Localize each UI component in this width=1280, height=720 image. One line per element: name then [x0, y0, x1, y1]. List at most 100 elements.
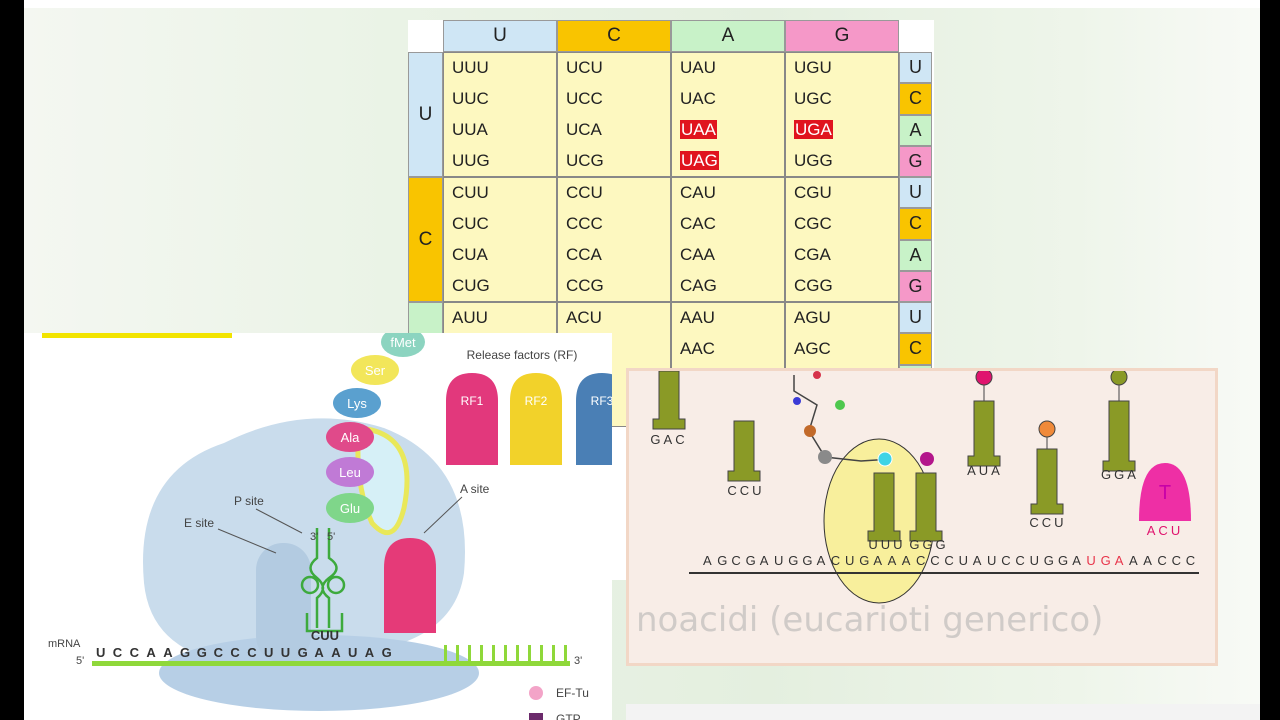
mrna-base: G: [1101, 553, 1111, 568]
codon-UUG: UUG: [452, 151, 490, 170]
mrna-base: G: [298, 645, 308, 660]
mrna-tick: [564, 645, 567, 663]
anticodon-label: CCU: [727, 483, 764, 498]
release-factor-shape: [1139, 463, 1191, 521]
aa-bead: [975, 371, 993, 386]
mrna-base: U: [845, 553, 854, 568]
anticodon-label: GGG: [909, 537, 948, 552]
mrna-tick: [468, 645, 471, 663]
column-header-U: U: [443, 20, 557, 52]
peptide-label: Leu: [339, 465, 361, 480]
codon-CAA: CAA: [680, 245, 715, 264]
mrna-base: A: [365, 645, 375, 660]
mrna-base: A: [888, 553, 897, 568]
peptide-label: Ala: [341, 430, 361, 445]
aa-bead: [793, 397, 801, 405]
codon-CAU: CAU: [680, 183, 716, 202]
codon-UCA: UCA: [566, 120, 602, 139]
small-subunit: [159, 635, 479, 711]
mrna-base: U: [281, 645, 290, 660]
mrna-base: A: [314, 645, 324, 660]
a-site-pointer: [423, 496, 463, 534]
row-header-U: U: [408, 52, 443, 177]
mrna-base: A: [873, 553, 882, 568]
e-site-pointer: [217, 528, 277, 554]
codon-UUA: UUA: [452, 120, 488, 139]
mrna-base: G: [746, 553, 756, 568]
codon-block-CG: [785, 177, 899, 302]
codon-ACU: ACU: [566, 308, 602, 327]
codon-UGG: UGG: [794, 151, 833, 170]
trna-shape: [652, 371, 686, 430]
codon-CCU: CCU: [566, 183, 603, 202]
codon-CAG: CAG: [680, 276, 717, 295]
third-letter-U: U: [899, 302, 932, 334]
peptide-label: Ser: [365, 363, 386, 378]
peptide-label: Glu: [340, 501, 360, 516]
mrna-tick: [552, 645, 555, 663]
trna-5-prime: 5': [327, 531, 335, 543]
yellow-bar: [42, 333, 232, 338]
column-header-G: G: [785, 20, 899, 52]
mrna-tick: [540, 645, 543, 663]
column-header-A: A: [671, 20, 785, 52]
peptide-bead: [326, 422, 374, 452]
mrna-base: A: [902, 553, 911, 568]
codon-UGA: UGA: [794, 120, 833, 140]
mrna-base: C: [944, 553, 953, 568]
mrna-tick: [492, 645, 495, 663]
three-prime-label: 3': [574, 655, 582, 667]
codon-UGU: UGU: [794, 58, 832, 77]
codon-UCG: UCG: [566, 151, 604, 170]
column-header-C: C: [557, 20, 671, 52]
codon-UAG: UAG: [680, 151, 719, 171]
codon-UCC: UCC: [566, 89, 603, 108]
anticodon-label: CCU: [1029, 515, 1066, 530]
mrna-base: A: [1115, 553, 1124, 568]
legend-gtp: GTP: [556, 712, 581, 720]
slide-caption: noacidi (eucarioti generico): [636, 600, 1104, 640]
aa-bead: [818, 450, 832, 464]
codon-CUU: CUU: [452, 183, 489, 202]
codon-block-CU: [443, 177, 557, 302]
release-factor-shape: [510, 373, 562, 465]
e-site-label: E site: [184, 516, 214, 530]
codon-CGC: CGC: [794, 214, 832, 233]
mrna-base: A: [703, 553, 712, 568]
codon-AGU: AGU: [794, 308, 831, 327]
mrna-tick: [528, 645, 531, 663]
legend-ef-tu: EF-Tu: [556, 686, 589, 700]
third-letter-C: C: [899, 333, 932, 365]
peptide-bead: [351, 355, 399, 385]
third-letter-G: G: [899, 145, 932, 177]
mrna-base: G: [859, 553, 869, 568]
mrna-base: C: [1186, 553, 1195, 568]
aa-bead: [1110, 371, 1128, 386]
e-site-tunnel: [256, 543, 311, 663]
mrna-base: G: [802, 553, 812, 568]
release-factors-title: Release factors (RF): [467, 348, 578, 362]
third-letter-G: G: [899, 270, 932, 302]
mrna-base: C: [930, 553, 939, 568]
third-letter-C: C: [899, 83, 932, 115]
peptide-bead: [381, 327, 425, 357]
mrna-base: G: [1044, 553, 1054, 568]
mrna-strand: [92, 661, 570, 666]
codon-AGC: AGC: [794, 339, 831, 358]
mrna-base: U: [959, 553, 968, 568]
release-factor-shape: [446, 373, 498, 465]
mrna-base: C: [1172, 553, 1181, 568]
ef-tu-icon: [529, 686, 543, 700]
mrna-base: C: [130, 645, 140, 660]
trna-shape: [1102, 400, 1136, 472]
anticodon-label: ACU: [1147, 523, 1183, 538]
codon-UGC: UGC: [794, 89, 832, 108]
row-header-C: C: [408, 177, 443, 302]
mrna-base: G: [382, 645, 392, 660]
peptide-bead: [326, 493, 374, 523]
codon-CUG: CUG: [452, 276, 490, 295]
mrna-base: G: [788, 553, 798, 568]
